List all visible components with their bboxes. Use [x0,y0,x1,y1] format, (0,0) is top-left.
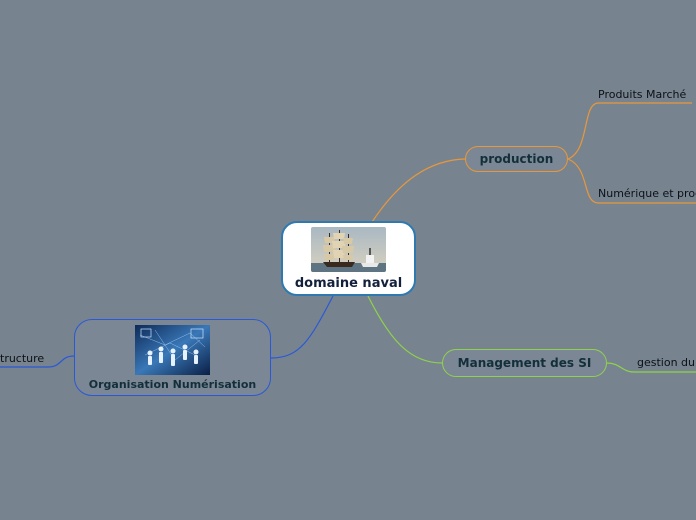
management-si-node[interactable]: Management des SI [442,349,607,377]
production-label: production [479,152,554,166]
central-topic-label: domaine naval [294,275,403,291]
network-people-image [135,324,210,375]
link-production-numerique [567,158,696,204]
link-central-organisation [270,295,334,359]
management-si-label: Management des SI [457,356,592,370]
production-node[interactable]: production [465,146,568,172]
link-organisation-structure [0,355,75,368]
leaf-numerique-processus[interactable]: Numérique et proc [598,187,696,200]
sailing-ship-image [311,226,386,272]
link-management-gestion [606,362,696,373]
link-production-produits [567,102,692,160]
organisation-numerisation-label: Organisation Numérisation [88,377,257,391]
link-central-management [367,295,443,364]
leaf-produits-marche[interactable]: Produits Marché [598,88,687,101]
leaf-gestion[interactable]: gestion du [637,356,696,369]
leaf-structure[interactable]: tructure [0,352,45,365]
link-central-production [371,158,466,223]
organisation-numerisation-node[interactable]: Organisation Numérisation [74,319,271,396]
central-topic-node[interactable]: domaine naval [281,221,416,296]
